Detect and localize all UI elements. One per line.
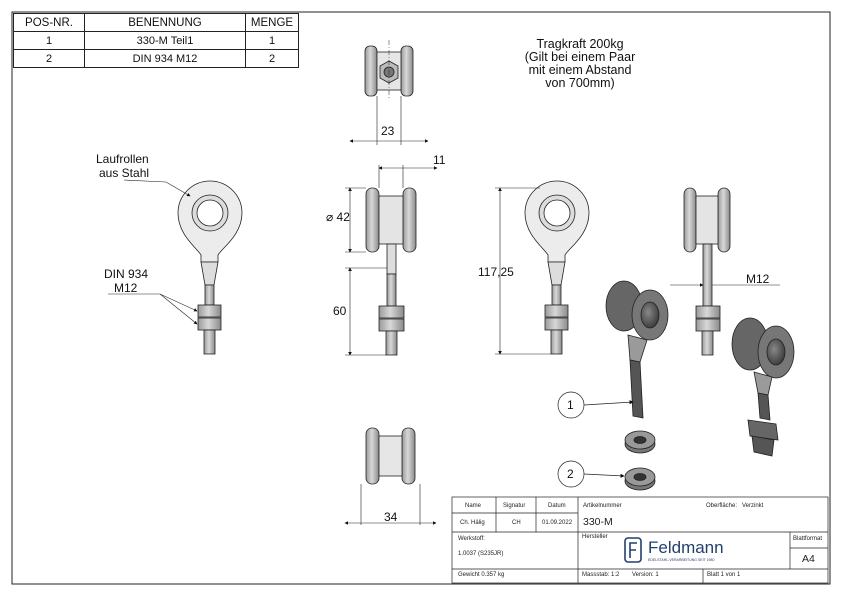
right-view-eye bbox=[524, 180, 590, 355]
note-line-4: von 700mm) bbox=[545, 76, 615, 90]
tb-gewicht: Gewicht 0.357 kg bbox=[458, 572, 505, 578]
dim-23-label: 23 bbox=[381, 124, 395, 138]
tb-h-datum: Datum bbox=[548, 503, 566, 509]
tb-blatt: Blatt 1 von 1 bbox=[707, 572, 741, 578]
cell-qty: 1 bbox=[245, 31, 299, 50]
header-name: BENENNUNG bbox=[84, 13, 246, 32]
din-label: DIN 934 bbox=[104, 267, 149, 281]
cell-pos: 1 bbox=[13, 31, 85, 50]
iso-nut-1 bbox=[624, 430, 656, 454]
dim-117 bbox=[495, 187, 551, 355]
leader-rollers bbox=[123, 179, 191, 197]
leader-din bbox=[108, 293, 198, 325]
table-row: 2 DIN 934 M12 2 bbox=[13, 49, 299, 68]
parts-list-table: POS-NR. BENENNUNG MENGE 1 330-M Teil1 1 … bbox=[13, 13, 299, 68]
tb-oberflaeche: Verzinkt bbox=[742, 503, 764, 509]
tb-version: Version: 1 bbox=[632, 572, 659, 578]
dim-60-label: 60 bbox=[333, 304, 347, 318]
cell-name: DIN 934 M12 bbox=[84, 49, 246, 68]
m12-label: M12 bbox=[746, 272, 770, 286]
rollers-label-2: aus Stahl bbox=[99, 166, 150, 180]
dim-34-label: 34 bbox=[384, 510, 398, 524]
tb-artikel: 330-M bbox=[583, 516, 613, 528]
cell-name: 330-M Teil1 bbox=[84, 31, 246, 50]
tb-werkstoff-label: Werkstoff: bbox=[458, 536, 485, 542]
bottom-view-roller bbox=[365, 427, 416, 485]
balloon-1-label: 1 bbox=[567, 398, 574, 412]
tb-werkstoff: 1.0037 (S235JR) bbox=[458, 551, 504, 557]
tb-h-signatur: Signatur bbox=[503, 503, 526, 509]
dim-42 bbox=[345, 187, 366, 253]
note-line-3: mit einem Abstand bbox=[528, 63, 632, 77]
note-line-1: Tragkraft 200kg bbox=[536, 37, 624, 51]
table-header-row: POS-NR. BENENNUNG MENGE bbox=[13, 13, 299, 32]
feldmann-logo-icon bbox=[624, 537, 642, 563]
mid-view-roller bbox=[365, 187, 417, 356]
far-right-view-roller bbox=[683, 187, 731, 356]
header-pos: POS-NR. bbox=[13, 13, 85, 32]
tb-blattformat-label: Blattformat bbox=[793, 536, 823, 542]
dim-11 bbox=[378, 165, 438, 188]
tb-hersteller-label: Hersteller bbox=[582, 534, 608, 540]
tb-brand: Feldmann bbox=[648, 538, 724, 557]
tb-v-datum: 01.09.2022 bbox=[542, 520, 573, 526]
tb-h-name: Name bbox=[465, 503, 482, 509]
dim-117-label: 117,25 bbox=[478, 265, 514, 279]
dim-60 bbox=[345, 267, 387, 356]
tb-massstab: Massstab: 1:2 bbox=[582, 572, 620, 578]
tb-v-signatur: CH bbox=[512, 520, 521, 526]
rollers-label: Laufrollen bbox=[96, 152, 149, 166]
balloon-2-label: 2 bbox=[567, 467, 574, 481]
dim-23 bbox=[349, 96, 429, 145]
balloon-2 bbox=[557, 460, 625, 488]
iso-assembly-1 bbox=[605, 280, 669, 419]
header-qty: MENGE bbox=[245, 13, 299, 32]
title-block-frame bbox=[451, 496, 829, 584]
tb-brand-tagline: EDELSTAHL-VERARBEITUNG SEIT 1980 bbox=[648, 558, 715, 562]
left-view-eye bbox=[177, 180, 243, 355]
table-row: 1 330-M Teil1 1 bbox=[13, 31, 299, 50]
dim-34 bbox=[344, 484, 437, 525]
load-note: Tragkraft 200kg (Gilt bei einem Paar mit… bbox=[512, 38, 648, 90]
note-line-2: (Gilt bei einem Paar bbox=[524, 50, 636, 64]
tb-artikel-label: Artikelnummer bbox=[583, 503, 622, 509]
cell-pos: 2 bbox=[13, 49, 85, 68]
iso-nut-2 bbox=[624, 467, 656, 491]
tb-blattformat: A4 bbox=[802, 553, 815, 565]
balloon-1 bbox=[557, 391, 634, 419]
sheet-border bbox=[11, 11, 831, 585]
tb-oberflaeche-label: Oberfläche: bbox=[706, 503, 738, 509]
iso-assembly-2 bbox=[731, 317, 795, 457]
top-view-roller bbox=[364, 40, 414, 100]
dim-11-label: 11 bbox=[433, 153, 446, 167]
dim-42-label: ⌀ 42 bbox=[326, 210, 350, 224]
din-label-2: M12 bbox=[114, 281, 138, 295]
title-block: Name Signatur Datum Ch. Hälig CH 01.09.2… bbox=[452, 497, 828, 583]
cell-qty: 2 bbox=[245, 49, 299, 68]
tb-v-name: Ch. Hälig bbox=[460, 520, 485, 526]
